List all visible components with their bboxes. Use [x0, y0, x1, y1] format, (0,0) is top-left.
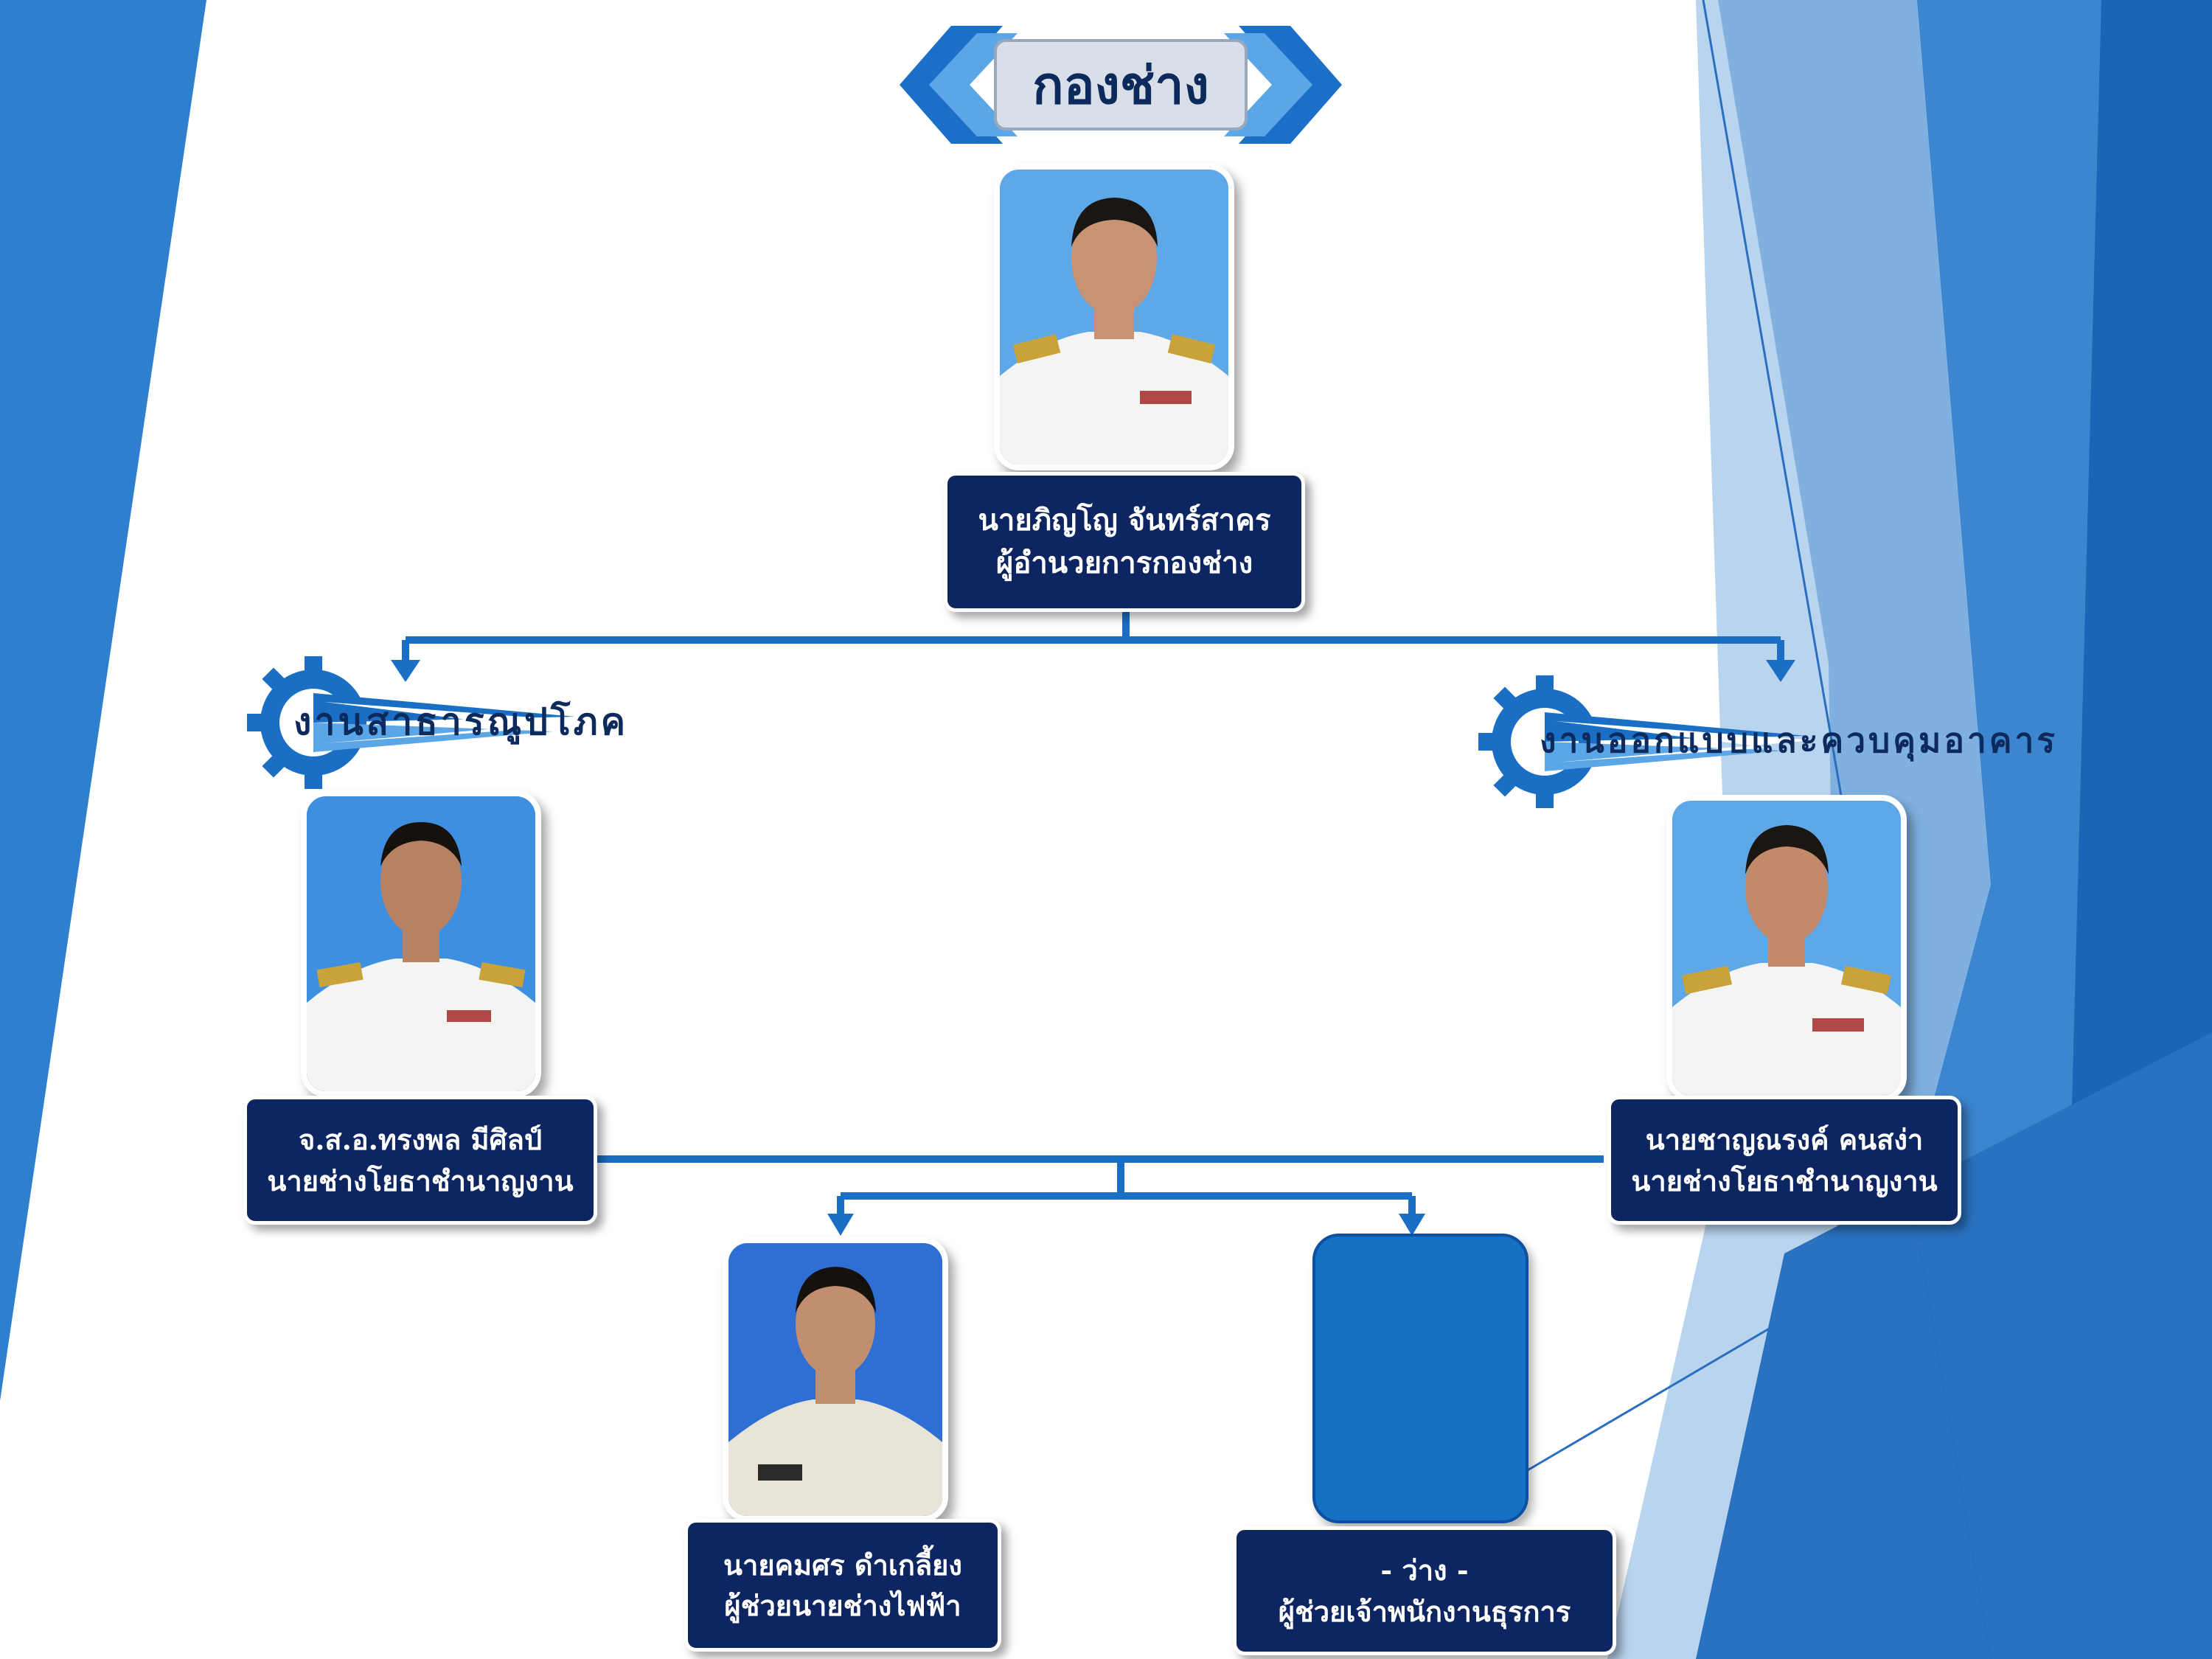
- section-head-position-design: นายช่างโยธาชำนาญงาน: [1631, 1164, 1938, 1197]
- staff-photo-electrician-assistant: [723, 1237, 948, 1522]
- director-position: ผู้อำนวยการกองช่าง: [995, 546, 1253, 580]
- vacant-photo-placeholder: [1312, 1234, 1528, 1523]
- section-head-namebox-utilities: จ.ส.อ.ทรงพล มีศิลป์ นายช่างโยธาชำนาญงาน: [243, 1096, 597, 1225]
- director-namebox: นายภิญโญ จันทร์สาคร ผู้อำนวยการกองช่าง: [944, 472, 1305, 612]
- staff-namebox-electrician-assistant: นายคมศร ดำเกลี้ยง ผู้ช่วยนายช่างไฟฟ้า: [684, 1519, 1001, 1652]
- staff-name-admin-assistant: - ว่าง -: [1380, 1554, 1469, 1587]
- title-banner: [900, 26, 1342, 144]
- section-head-name-utilities: จ.ส.อ.ทรงพล มีศิลป์: [298, 1123, 543, 1157]
- section-title-utilities: งานสาธารณูปโภค: [293, 700, 629, 743]
- staff-namebox-admin-assistant: - ว่าง - ผู้ช่วยเจ้าพนักงานธุรการ: [1233, 1526, 1616, 1655]
- arrow-staff-left: [827, 1214, 854, 1236]
- director-name: นายภิญโญ จันทร์สาคร: [978, 503, 1271, 538]
- section-head-photo-design: [1666, 795, 1907, 1102]
- staff-position-admin-assistant: ผู้ช่วยเจ้าพนักงานธุรการ: [1278, 1594, 1571, 1628]
- section-title-design-building-control: งานออกแบบและควบคุมอาคาร: [1540, 720, 2059, 760]
- arrow-staff-right: [1399, 1214, 1425, 1236]
- section-head-photo-utilities: [301, 790, 541, 1097]
- section-head-namebox-design: นายชาญณรงค์ คนสง่า นายช่างโยธาชำนาญงาน: [1607, 1096, 1961, 1225]
- staff-position-electrician-assistant: ผู้ช่วยนายช่างไฟฟ้า: [724, 1589, 961, 1622]
- arrow-left-section: [391, 660, 420, 682]
- staff-name-electrician-assistant: นายคมศร ดำเกลี้ยง: [723, 1548, 962, 1582]
- page-title: กองช่าง: [1032, 54, 1209, 116]
- section-head-position-utilities: นายช่างโยธาชำนาญงาน: [267, 1164, 574, 1197]
- gear-icon: [247, 656, 582, 789]
- arrow-right-section: [1766, 660, 1795, 682]
- director-photo: [994, 164, 1234, 470]
- gear-icon: [1478, 675, 1814, 808]
- section-head-name-design: นายชาญณรงค์ คนสง่า: [1645, 1123, 1924, 1157]
